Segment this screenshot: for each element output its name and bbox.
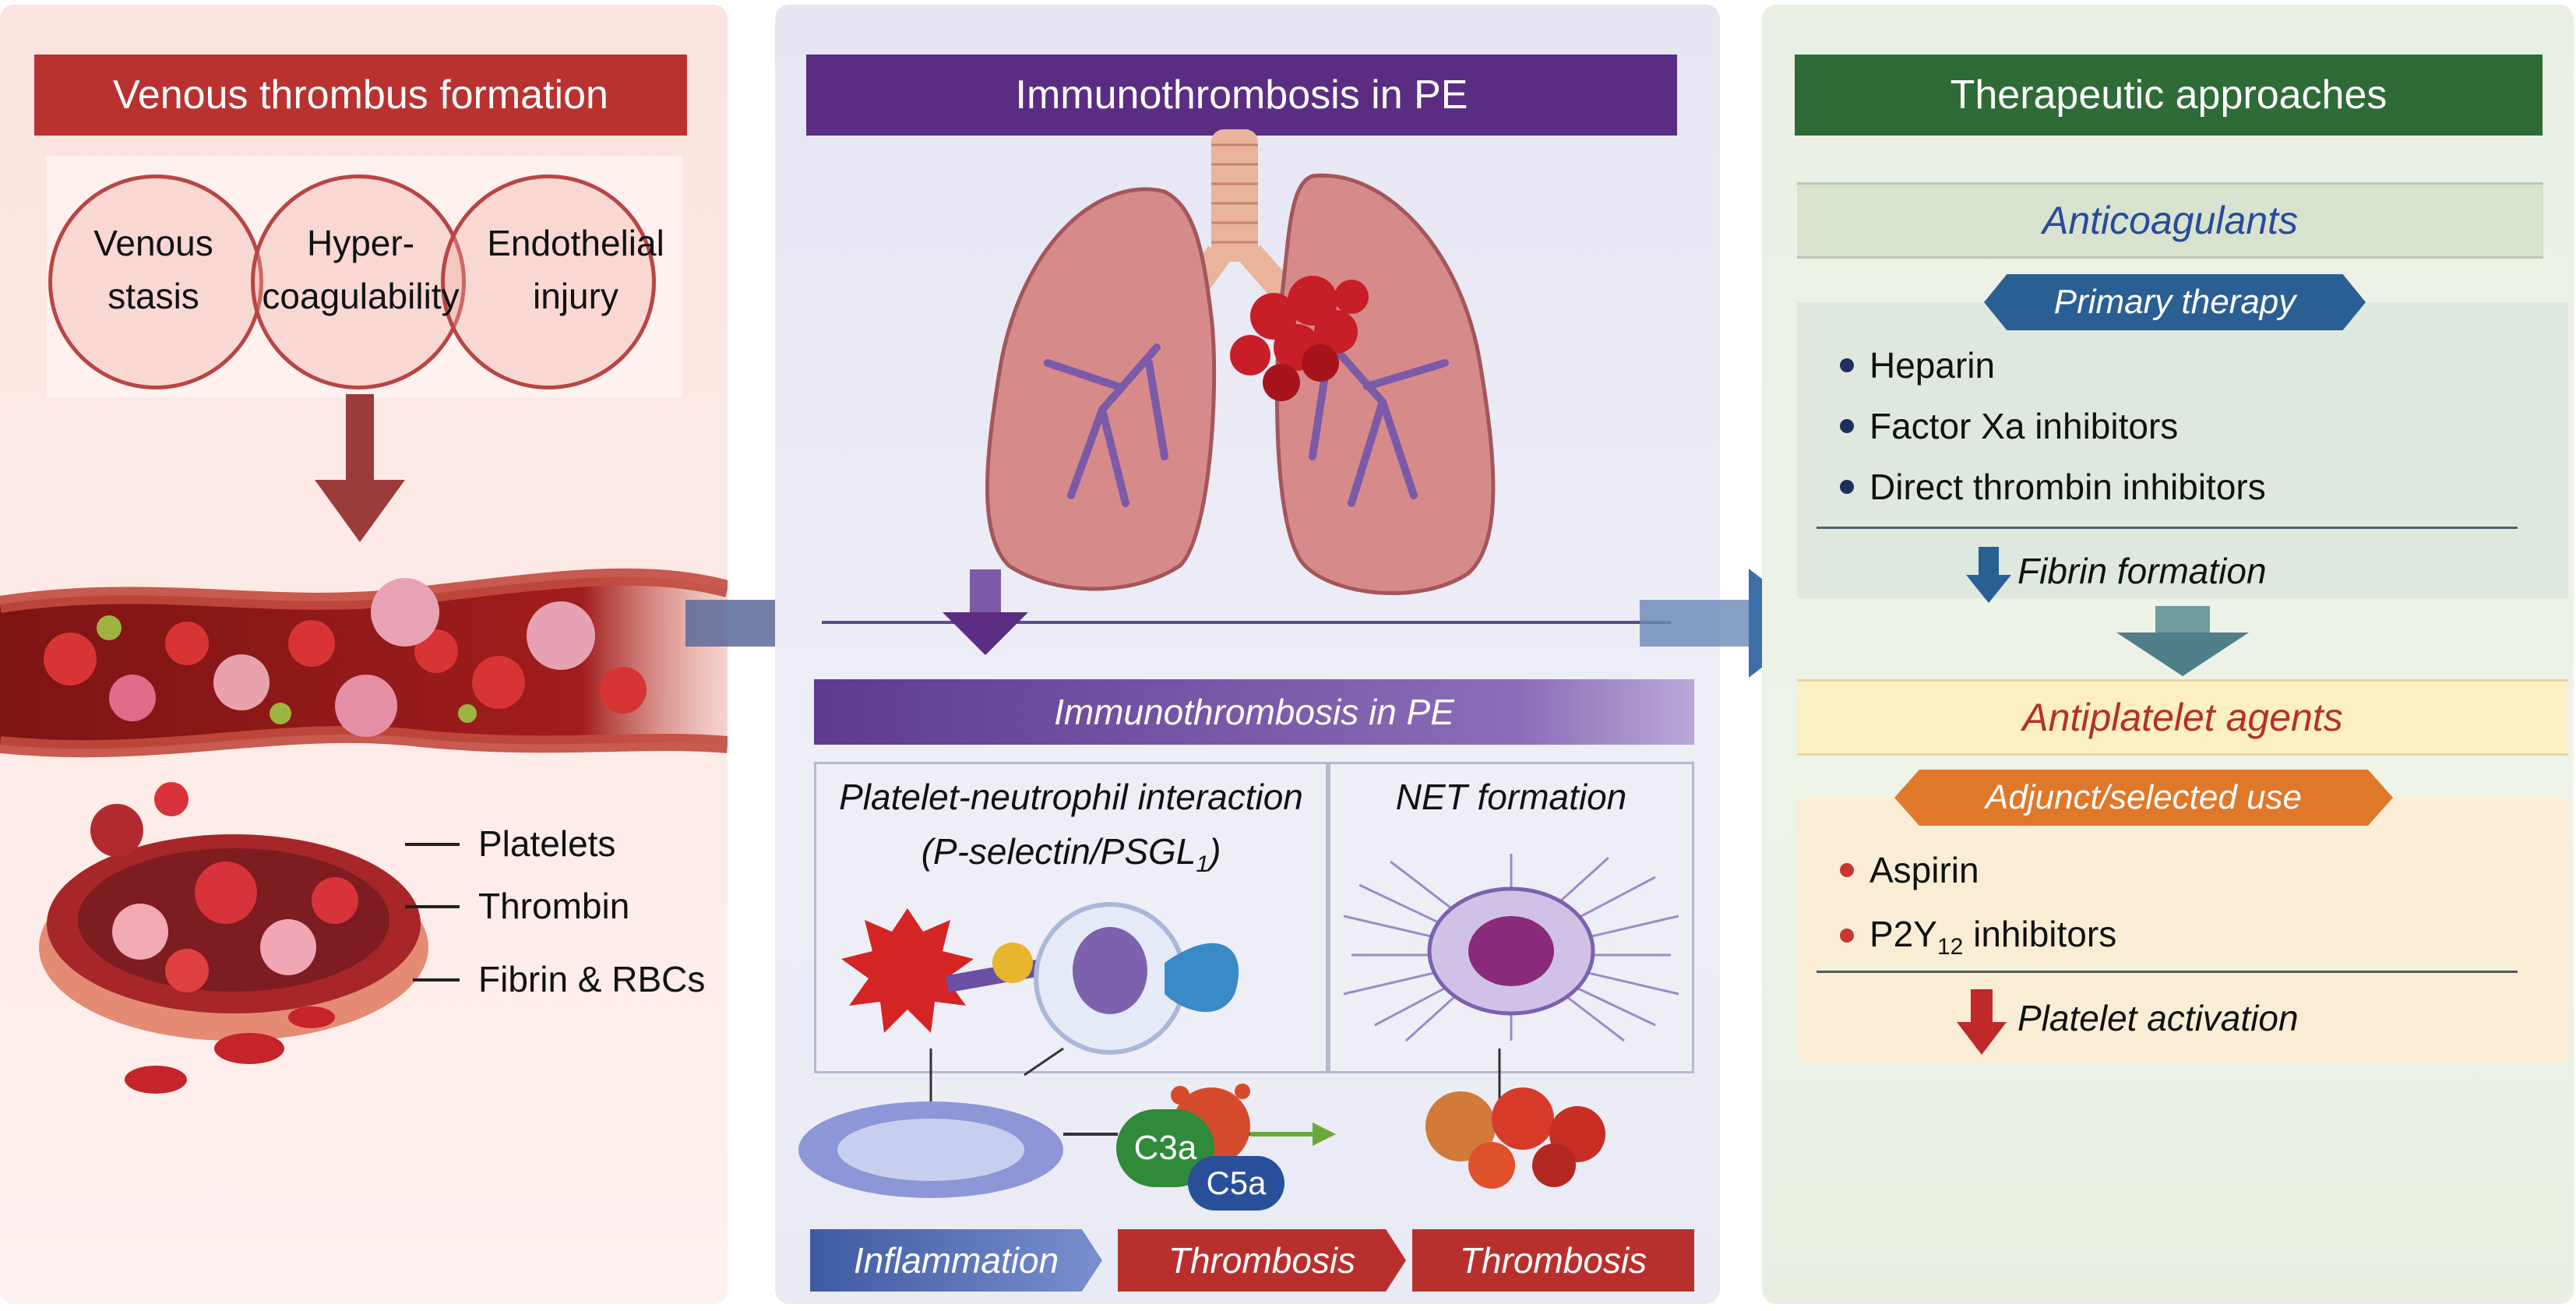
immunothrombosis-band: Immunothrombosis in PE (814, 679, 1694, 745)
p2y12-item: P2Y12 inhibitors (1869, 914, 2117, 960)
immunothrombosis-header: Immunothrombosis in PE (806, 55, 1677, 136)
immunothrombosis-panel: Immunothrombosis in PE Immunothrombo (775, 5, 1720, 1304)
middle-down-arrow-icon (822, 569, 1671, 655)
platelet-activation-label: Platelet activation (2017, 998, 2299, 1038)
endothelial-injury-label: Endothelial injury (487, 223, 664, 316)
down-arrow-icon (315, 394, 405, 542)
thrombin-label: Thrombin (478, 886, 630, 926)
bullet-dot (1840, 863, 1854, 877)
net-illustration (1343, 854, 1679, 1042)
platelet-neutrophil-illustration (841, 902, 1239, 1055)
thrombosis-label-2: Thrombosis (1412, 1229, 1694, 1292)
therapeutic-panel: Therapeutic approaches Anticoagulants Pr… (1762, 5, 2574, 1304)
bullet-dot (1840, 419, 1854, 433)
direct-thrombin-item: Direct thrombin inhibitors (1869, 467, 2266, 507)
thrombosis-label-1: Thrombosis (1118, 1229, 1406, 1292)
blood-vessel-illustration (0, 568, 728, 758)
fibrin-rbcs-label: Fibrin & RBCs (478, 959, 706, 999)
antiplatelet-banner: Antiplatelet agents (1797, 679, 2568, 756)
lungs-illustration (985, 129, 1496, 595)
anticoagulants-box (1797, 302, 2568, 598)
vessel-clot-cells (44, 578, 647, 737)
venous-stasis-circle (48, 174, 263, 389)
venous-thrombus-panel: Venous thrombus formation Venous stasis … (0, 5, 728, 1304)
hypercoagulability-circle (251, 174, 466, 389)
inflammation-thrombosis-illustration (798, 1047, 1605, 1198)
p-selectin-label: (P-selectin/PSGL1) (921, 831, 1221, 878)
bullet-dot (1840, 480, 1854, 494)
anticoag-divider (1817, 527, 2518, 529)
venous-stasis-label: Venous stasis (93, 223, 213, 316)
green-down-arrow-icon (2116, 606, 2249, 676)
heparin-item: Heparin (1869, 345, 1996, 386)
endothelial-injury-circle (441, 174, 656, 389)
net-formation-title: NET formation (1395, 777, 1627, 817)
thrombus-cross-section (39, 782, 428, 1094)
venous-thrombus-header: Venous thrombus formation (34, 55, 687, 136)
adjunct-use-tag: Adjunct/selected use (1894, 770, 2393, 826)
bullet-dot (1840, 358, 1854, 372)
platelet-neutrophil-title: Platelet-neutrophil interaction (839, 777, 1303, 817)
platelet-down-arrow-icon (1957, 989, 2007, 1055)
antiplatelet-divider (1817, 971, 2518, 973)
bullet-dot (1840, 929, 1854, 943)
label-leader-lines (405, 843, 460, 981)
factor-xa-item: Factor Xa inhibitors (1869, 406, 2179, 446)
pulmonary-embolus-clot (1230, 276, 1369, 401)
fibrin-formation-label: Fibrin formation (2017, 551, 2267, 591)
platelet-spiky (841, 908, 974, 1033)
left-lung (985, 187, 1217, 591)
fibrin-down-arrow-icon (1966, 547, 2011, 603)
therapeutic-header: Therapeutic approaches (1795, 55, 2543, 136)
aspirin-item: Aspirin (1869, 850, 1979, 890)
thrombus-cells (1425, 1087, 1605, 1189)
platelets-label: Platelets (478, 823, 616, 864)
inflammation-label: Inflammation (810, 1229, 1102, 1292)
anticoagulants-banner: Anticoagulants (1797, 182, 2543, 259)
c5a-badge: C5a (1188, 1156, 1284, 1211)
primary-therapy-tag: Primary therapy (1984, 274, 2366, 330)
hypercoagulability-label: Hyper- coagulability (262, 223, 460, 316)
antiplatelet-box (1797, 798, 2568, 1063)
c3a-badge: C3a (1116, 1109, 1214, 1187)
